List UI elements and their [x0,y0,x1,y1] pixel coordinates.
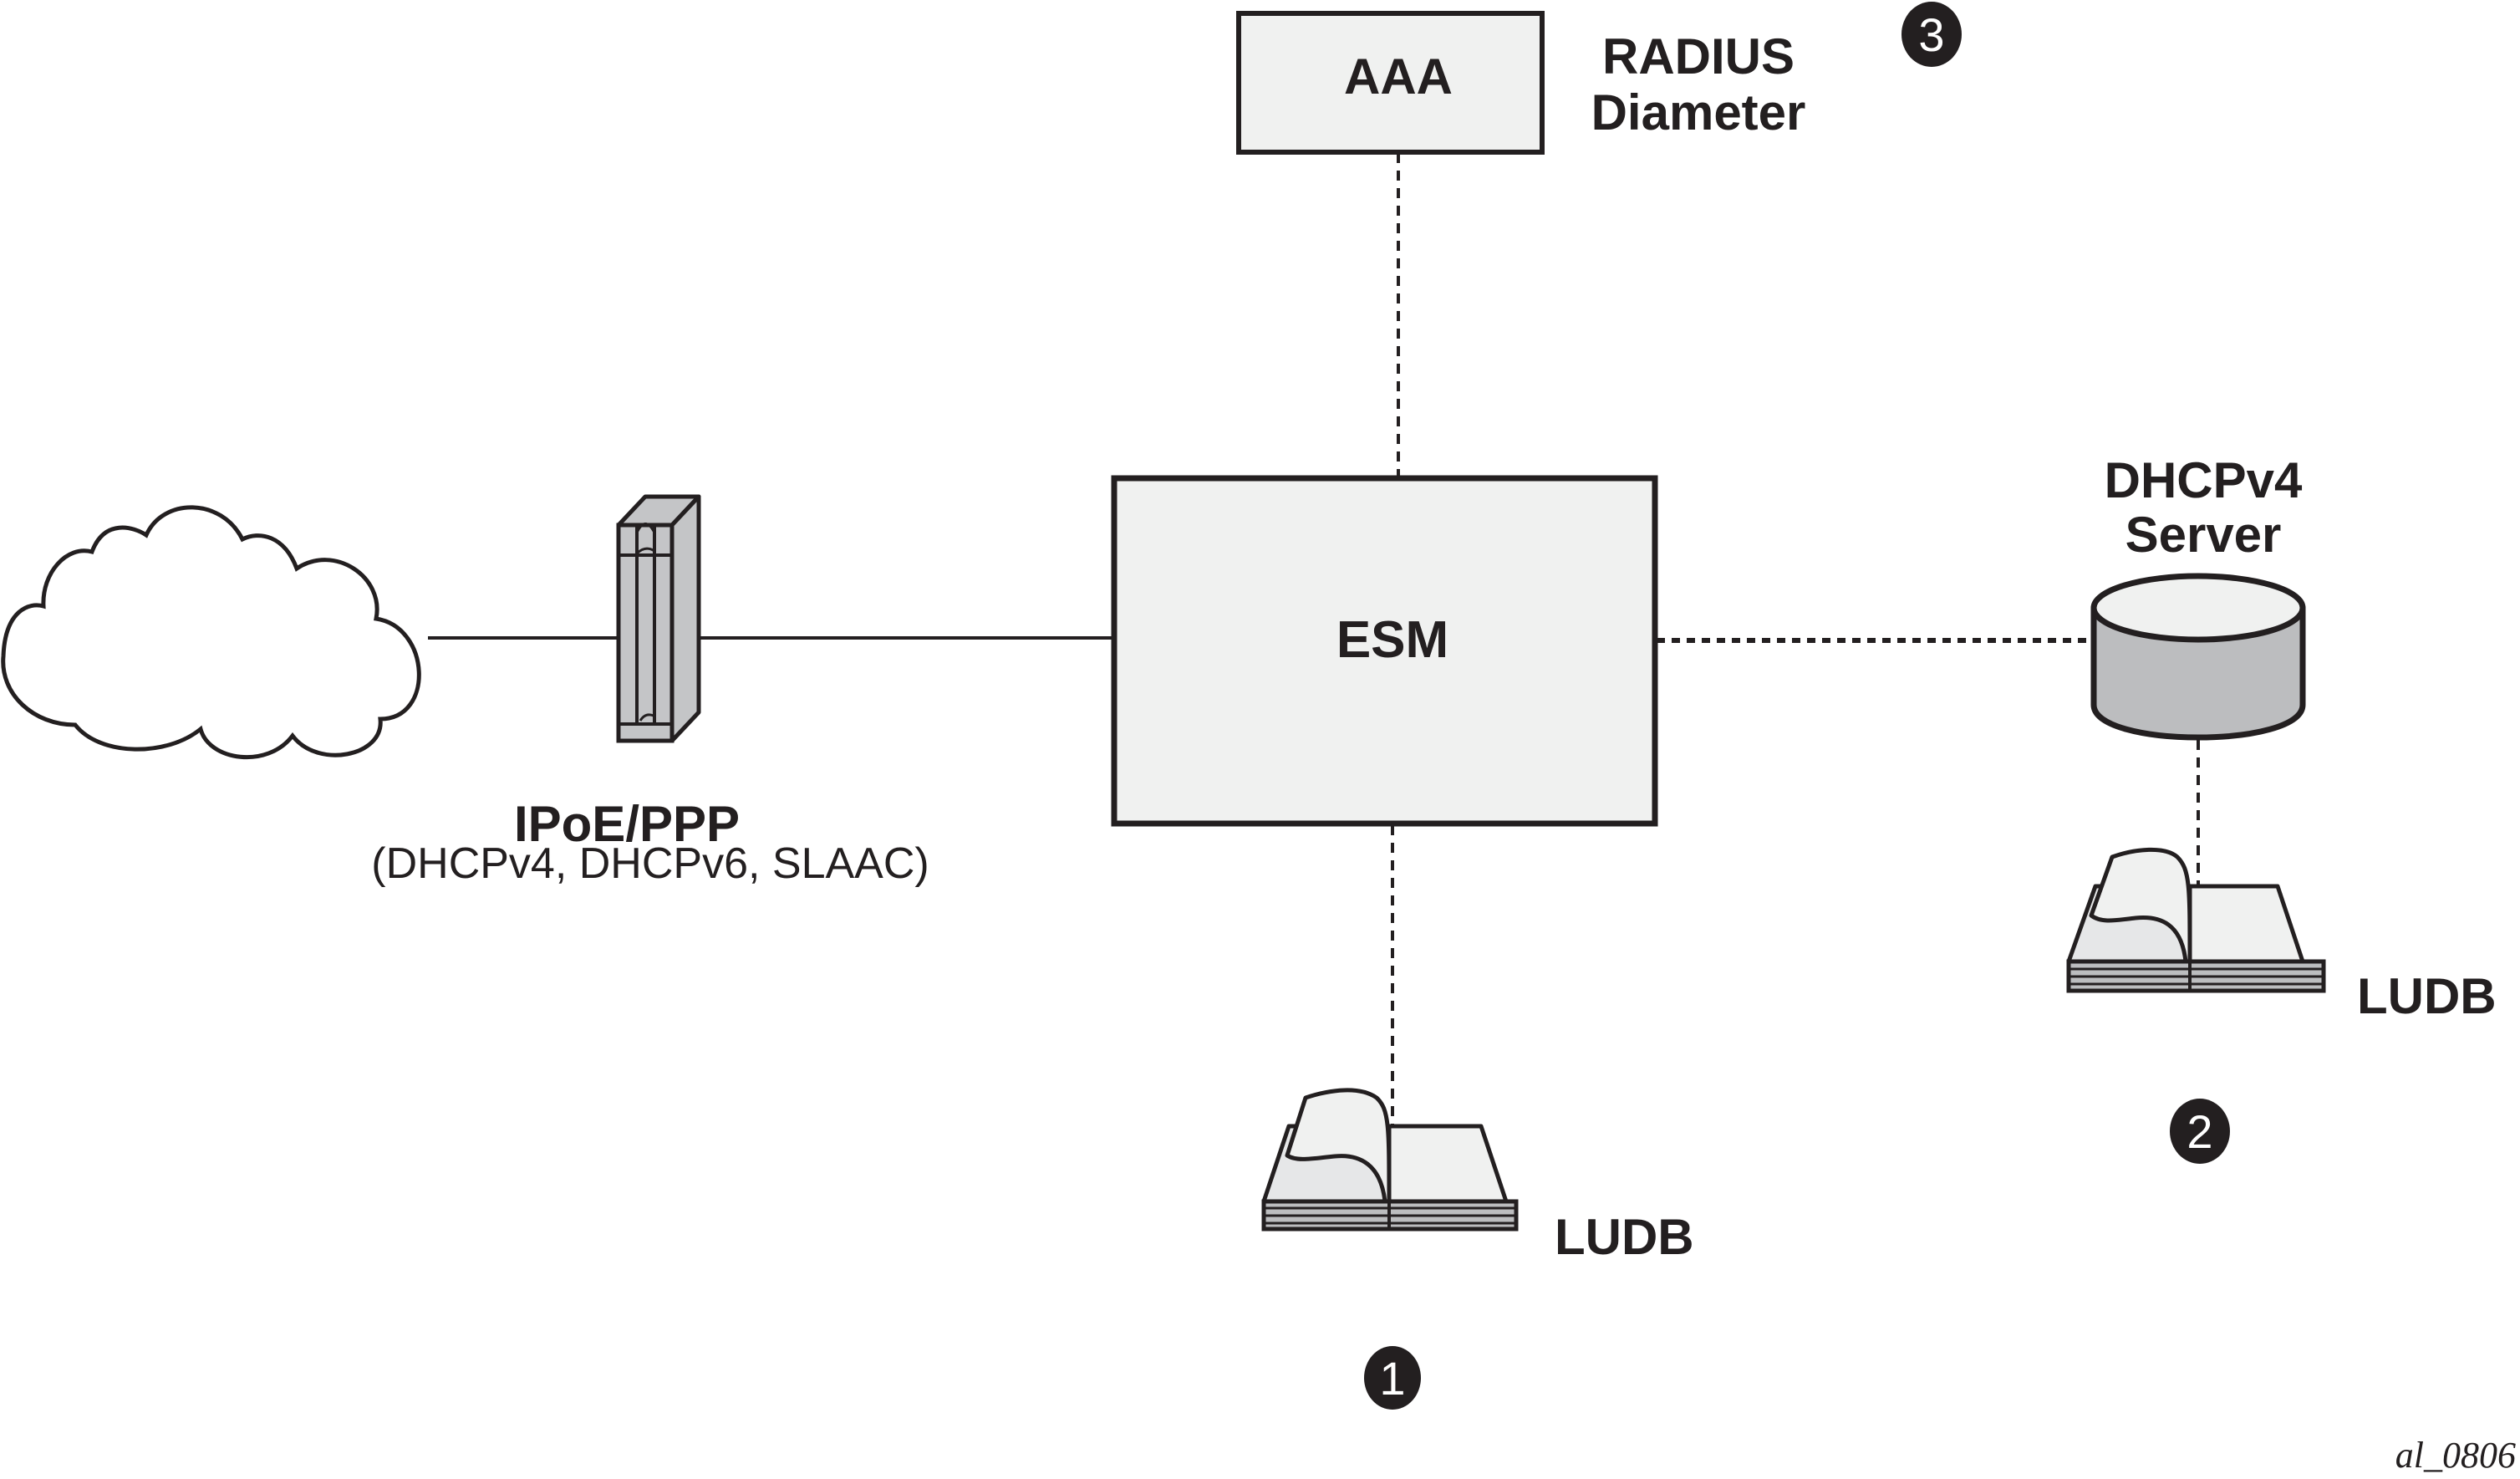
cloud-icon [1,505,421,760]
aaa-protocol-radius: RADIUS [1602,28,1795,84]
access-device-protocols: (DHCPv4, DHCPv6, SLAAC) [371,839,929,888]
callout-3: 3 [1901,2,1962,67]
database-cylinder-icon [2090,573,2306,741]
book-icon [2066,847,2326,993]
callout-3-number: 3 [1918,8,1944,61]
esm-box [1111,475,1658,827]
figure-id: al_0806 [2395,1435,2516,1476]
callout-1-number: 1 [1379,1352,1405,1405]
callout-2: 2 [2170,1099,2230,1164]
dhcp-server-label-line1: DHCPv4 [2105,452,2303,508]
ludb-1-label: LUDB [1555,1209,1694,1265]
aaa-box [1236,11,1545,155]
aaa-protocol-diameter: Diameter [1591,84,1806,140]
access-device-icon [616,494,701,743]
callout-1: 1 [1364,1346,1421,1410]
access-device-label: IPoE/PPP [514,796,740,852]
esm-label: ESM [1336,611,1448,669]
callout-2-number: 2 [2187,1105,2212,1158]
book-icon [1261,1088,1519,1232]
ludb-2-label: LUDB [2357,968,2497,1024]
aaa-label: AAA [1344,48,1453,105]
dhcp-server-label-line2: Server [2125,507,2282,563]
